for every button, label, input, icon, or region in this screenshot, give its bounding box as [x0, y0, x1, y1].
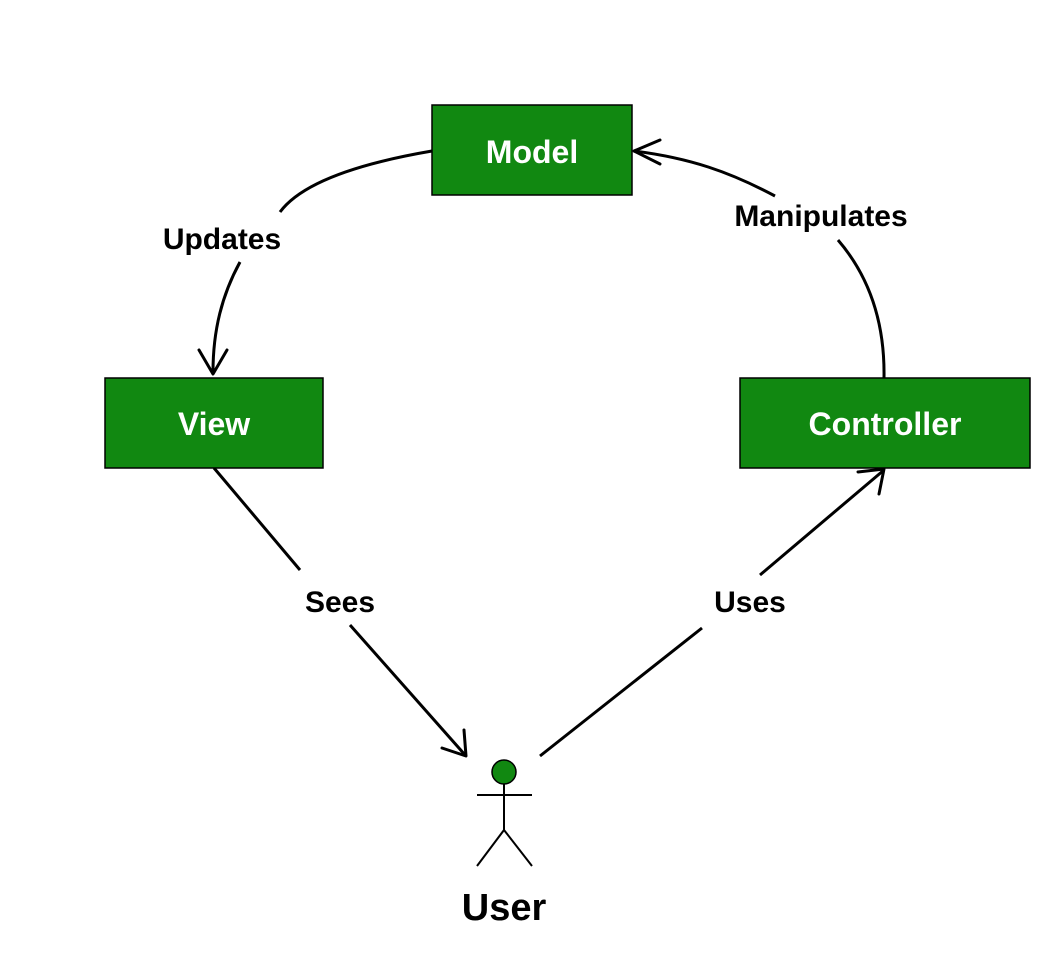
edge-label-uses: Uses: [714, 586, 786, 619]
node-model: Model: [431, 104, 633, 196]
node-model-label: Model: [486, 134, 578, 170]
arrow-head-controller: [856, 467, 886, 496]
node-view-label: View: [178, 406, 250, 442]
edge-label-updates: Updates: [163, 223, 281, 256]
edge-model-to-view: Updates: [163, 149, 433, 376]
actor-leg-right: [503, 829, 533, 867]
arrow-head-model: [632, 138, 662, 166]
actor-user: User: [462, 759, 547, 929]
arrow-head-view: [197, 348, 229, 376]
node-controller-label: Controller: [809, 406, 962, 442]
node-controller: Controller: [739, 377, 1031, 469]
edge-user-to-controller: Uses: [539, 467, 886, 758]
node-view: View: [104, 377, 324, 469]
edge-label-sees: Sees: [305, 586, 375, 619]
edge-view-to-user: Sees: [212, 467, 468, 758]
actor-user-label: User: [462, 887, 547, 929]
edge-label-manipulates: Manipulates: [734, 200, 907, 233]
edge-controller-to-model: Manipulates: [632, 138, 908, 379]
actor-leg-left: [476, 829, 505, 867]
actor-head-icon: [491, 759, 517, 785]
arrow-head-user: [440, 728, 468, 758]
